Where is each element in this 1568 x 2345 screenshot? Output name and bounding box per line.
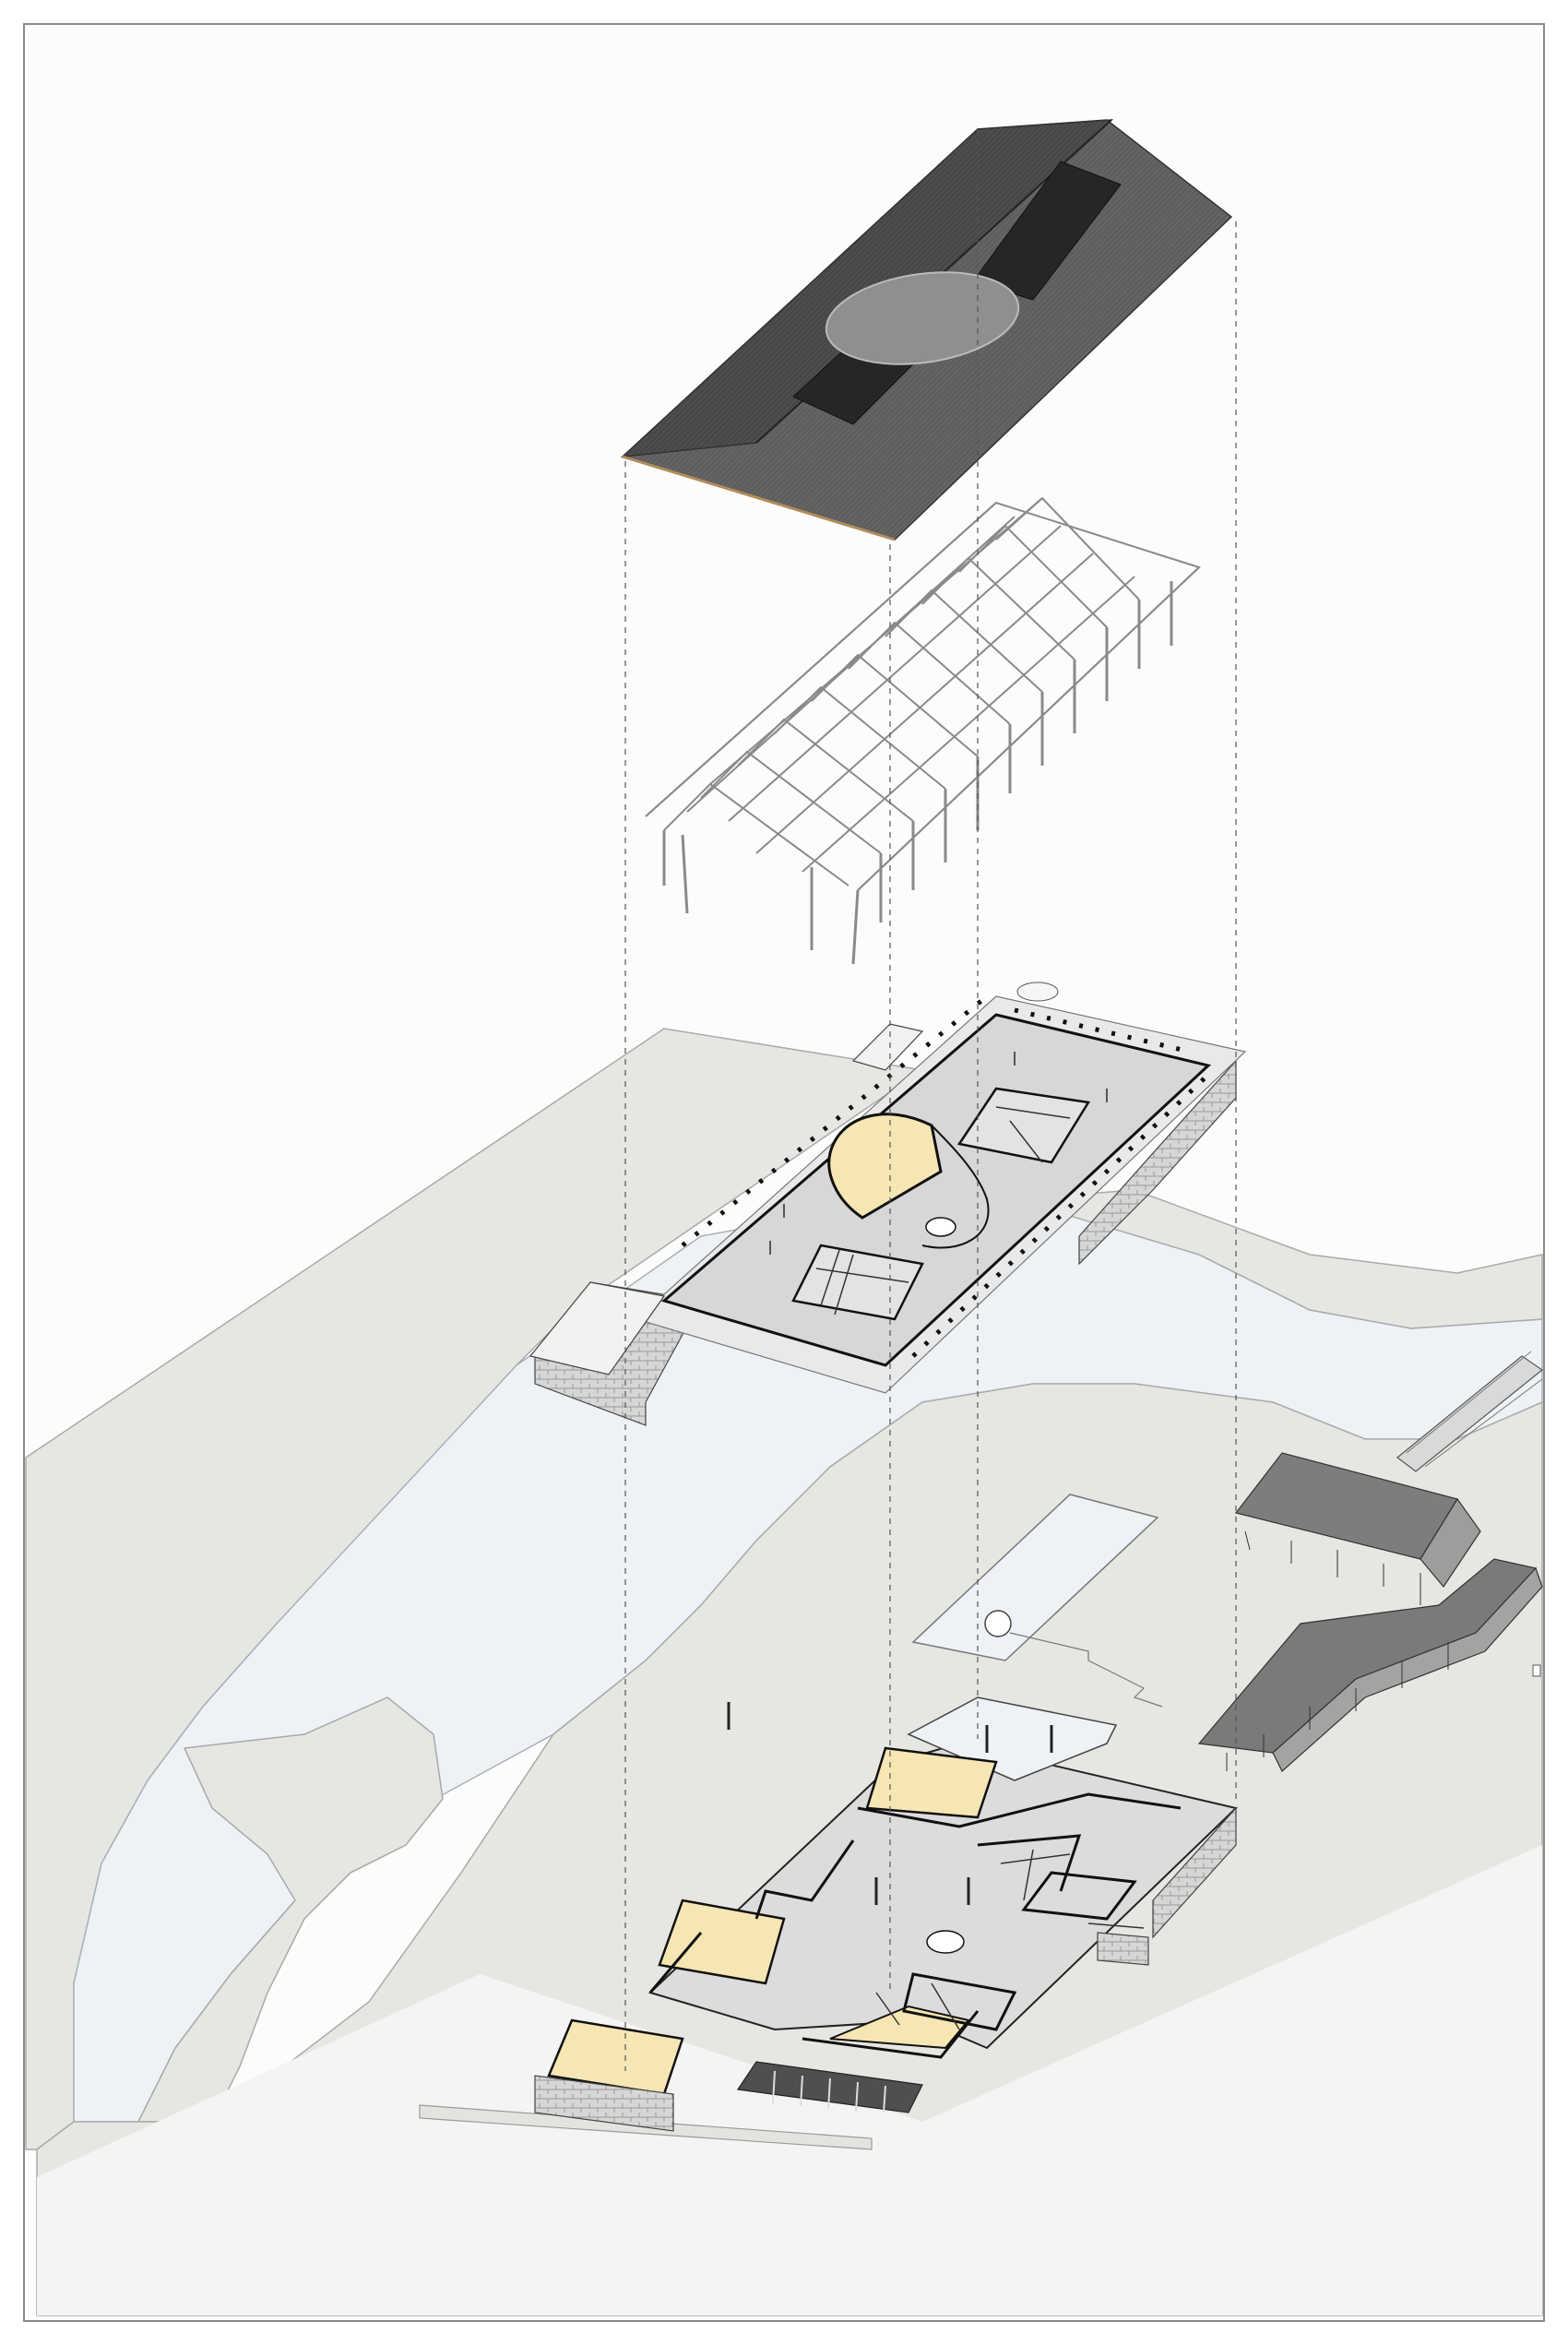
roof-eave-edge bbox=[622, 455, 896, 542]
upper-annex-top bbox=[851, 1023, 924, 1071]
pavilion-lower bbox=[1197, 1558, 1543, 1772]
upper-void bbox=[827, 1113, 943, 1220]
ground-stair bbox=[926, 1930, 965, 1954]
room-yellow-2 bbox=[658, 1899, 786, 1985]
ground-walls bbox=[648, 1792, 1182, 2059]
upper-columns bbox=[769, 1052, 1108, 1255]
pool-ring bbox=[984, 1610, 1012, 1637]
footbridge bbox=[1396, 1351, 1544, 1472]
pool-walk bbox=[1009, 1632, 1163, 1708]
structure-eave-left bbox=[645, 502, 997, 817]
structure-eave-right bbox=[857, 566, 1200, 891]
timber-structure bbox=[645, 496, 1201, 965]
bollard bbox=[1532, 1664, 1541, 1677]
upper-void-rim bbox=[921, 1125, 990, 1249]
structure-purlins bbox=[686, 497, 1135, 873]
room-yellow-1 bbox=[865, 1746, 998, 1819]
roof bbox=[620, 119, 1233, 542]
upper-fins-east bbox=[1014, 1007, 1191, 1054]
ground-court bbox=[907, 1696, 1118, 1781]
ground-columns bbox=[727, 1702, 1053, 1905]
stone-block-3 bbox=[1097, 1932, 1149, 1966]
basement-cols bbox=[772, 2070, 886, 2113]
stone-block-2 bbox=[1152, 1806, 1237, 1939]
upper-stair bbox=[925, 1217, 956, 1237]
stone-block-1 bbox=[534, 2075, 674, 2132]
ground-interior bbox=[875, 1849, 1145, 2030]
pavilion-upper bbox=[1234, 1452, 1481, 1605]
alignment-guides bbox=[624, 129, 1237, 2071]
upper-deck-circle bbox=[1016, 982, 1059, 1002]
upper-room-lines bbox=[815, 1106, 1071, 1315]
land-right bbox=[1014, 1189, 1543, 1329]
roof-oval-skylight bbox=[825, 271, 1020, 365]
upper-room-1 bbox=[956, 1087, 1091, 1164]
site-plan bbox=[25, 1028, 1544, 2316]
upper-fins-south bbox=[911, 1073, 1210, 1358]
upper-floor bbox=[529, 982, 1247, 1426]
island bbox=[137, 1696, 444, 2123]
ground-floor bbox=[534, 1696, 1239, 2132]
upper-annex-left bbox=[529, 1281, 666, 1375]
pool bbox=[911, 1494, 1159, 1661]
